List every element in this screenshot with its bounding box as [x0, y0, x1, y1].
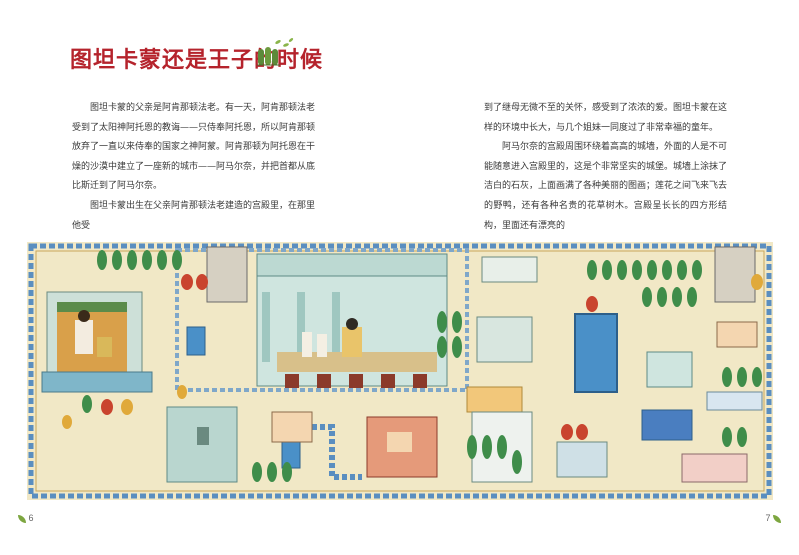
leaf-icon — [773, 514, 781, 523]
page-number-right: 7 — [765, 513, 781, 523]
right-text-column: 到了继母无微不至的关怀，感受到了浓浓的爱。图坦卡蒙在这样的环境中长大，与几个姐妹… — [484, 99, 727, 236]
left-text-column: 图坦卡蒙的父亲是阿肯那顿法老。有一天，阿肯那顿法老受到了太阳神阿托恩的教诲——只… — [72, 99, 315, 236]
paragraph: 到了继母无微不至的关怀，感受到了浓浓的爱。图坦卡蒙在这样的环境中长大，与几个姐妹… — [484, 103, 728, 133]
paragraph: 阿马尔奈的宫殿周围环绕着高高的城墙，外面的人是不可能随意进入宫殿里的，这是个非常… — [484, 142, 728, 231]
sprout-trees-icon — [257, 38, 294, 66]
page-title: 图坦卡蒙还是王子的时候 — [70, 48, 324, 73]
leaf-icon — [18, 514, 26, 523]
throne-pavilion — [41, 291, 153, 393]
palace-illustration — [27, 242, 773, 500]
page-number-left: 6 — [18, 513, 34, 523]
paragraph: 图坦卡蒙出生在父亲阿肯那顿法老建造的宫殿里，在那里他受 — [72, 200, 316, 231]
paragraph: 图坦卡蒙的父亲是阿肯那顿法老。有一天，阿肯那顿法老受到了太阳神阿托恩的教诲——只… — [72, 103, 316, 192]
central-palace — [256, 253, 448, 388]
